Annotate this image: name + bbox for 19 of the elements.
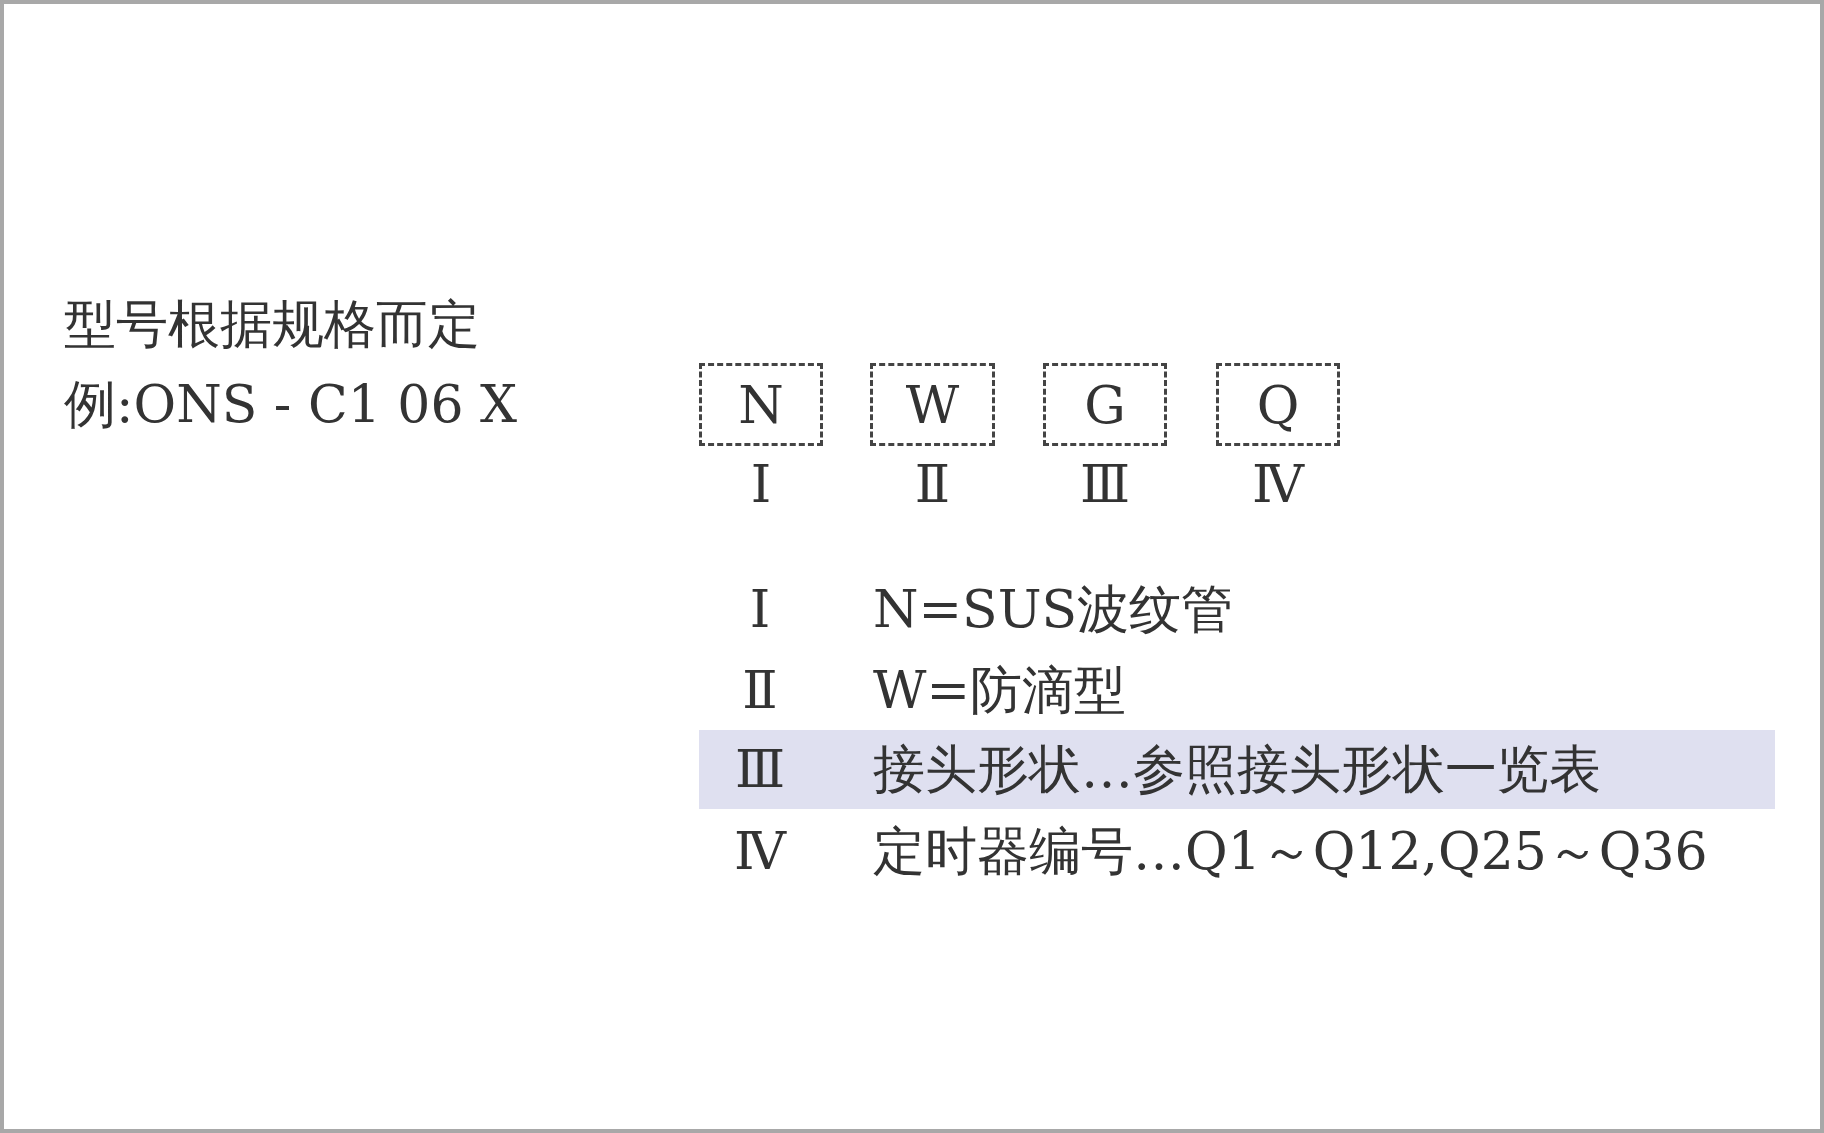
row-numeral: Ⅳ bbox=[734, 821, 786, 881]
roman-numeral: Ⅲ bbox=[1079, 454, 1131, 514]
dashed-box: G bbox=[1043, 363, 1167, 446]
highlighted-row bbox=[699, 730, 1775, 809]
row-numeral: Ⅱ bbox=[742, 660, 778, 720]
row-description: N=SUS波纹管 bbox=[873, 579, 1234, 639]
roman-numeral: Ⅱ bbox=[914, 454, 951, 514]
roman-numeral: Ⅰ bbox=[750, 454, 772, 514]
dashed-box: W bbox=[870, 363, 995, 446]
row-numeral: Ⅰ bbox=[749, 579, 771, 639]
dashed-box: N bbox=[699, 363, 823, 446]
row-description: W=防滴型 bbox=[873, 660, 1127, 720]
heading: 型号根据规格而定 bbox=[64, 294, 480, 354]
dashed-box: Q bbox=[1216, 363, 1340, 446]
example-text: 例:ONS - C1 06 X bbox=[64, 374, 518, 434]
row-description: 接头形状…参照接头形状一览表 bbox=[873, 739, 1601, 799]
row-description: 定时器编号…Q1～Q12,Q25～Q36 bbox=[873, 821, 1708, 881]
row-numeral: Ⅲ bbox=[734, 739, 786, 799]
roman-numeral: Ⅳ bbox=[1252, 454, 1304, 514]
